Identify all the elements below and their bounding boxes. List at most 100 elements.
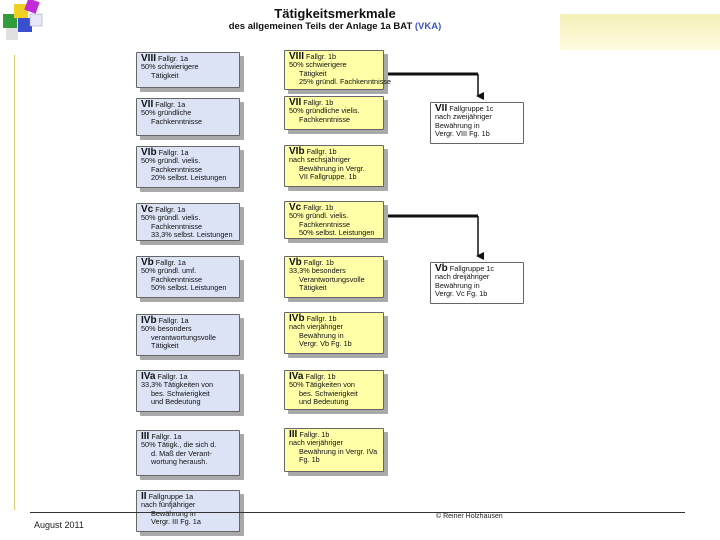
- pay-group-label: VII: [141, 99, 154, 110]
- criterion-line: 50% gründl. vielis.: [289, 211, 349, 221]
- criterion-line: Fg. 1b: [299, 455, 320, 465]
- left-box-heading: Vb Fallgr. 1a: [141, 257, 235, 268]
- left-box-heading: II Fallgruppe 1a: [141, 491, 235, 502]
- criterion-line: 50% gründliche: [141, 108, 192, 118]
- pay-group-label: VII: [435, 103, 448, 114]
- criterion-line: Vergr. VIII Fg. 1b: [435, 129, 490, 139]
- case-group-label: Fallgr. 1a: [155, 372, 188, 381]
- middle-box-heading: VIII Fallgr. 1b: [289, 51, 379, 62]
- pay-group-label: Vc: [289, 202, 302, 213]
- criterion-line: 33,3% besonders: [289, 266, 346, 276]
- criterion-line: Fachkenntnisse: [151, 221, 203, 231]
- criterion-line: nach zweijähriger: [435, 112, 492, 122]
- copyright-text: © Reiner Holzhausen: [436, 513, 503, 520]
- case-group-label: Fallgr. 1a: [156, 148, 189, 157]
- criterion-line: 50% besonders: [141, 324, 192, 334]
- criterion-line: Bewährung in Vergr. IVa: [299, 446, 378, 456]
- case-group-label: Fallgr. 1b: [301, 98, 334, 107]
- case-group-label: Fallgruppe 1c: [447, 264, 495, 273]
- subtitle-text: des allgemeinen Teils der Anlage 1a BAT: [228, 21, 415, 32]
- criterion-line: Fachkenntnisse: [299, 114, 351, 124]
- left-box-heading: VIb Fallgr. 1a: [141, 147, 235, 158]
- criterion-line: nach vierjähriger: [289, 438, 343, 448]
- left-box-heading: Vc Fallgr. 1a: [141, 204, 235, 215]
- left-box-heading: VII Fallgr. 1a: [141, 99, 235, 110]
- criterion-line: Vergr. Vc Fg. 1b: [435, 289, 488, 299]
- case-group-label: Fallgr. 1b: [301, 258, 334, 267]
- case-group-label: Fallgruppe 1a: [146, 492, 194, 501]
- criterion-line: Fachkenntnisse: [151, 274, 203, 284]
- pay-group-label: IVa: [289, 371, 304, 382]
- criterion-line: Vergr. Vb Fg. 1b: [299, 339, 352, 349]
- criterion-line: 20% selbst. Leistungen: [151, 173, 227, 183]
- org-chart-slide: Tätigkeitsmerkmale des allgemeinen Teils…: [116, 0, 554, 540]
- pay-group-label: VIb: [289, 146, 305, 157]
- middle-box-heading: VII Fallgr. 1b: [289, 98, 379, 108]
- pay-group-label: VIb: [141, 147, 157, 158]
- subtitle-vka: (VKA): [414, 21, 442, 32]
- criterion-line: nach vierjähriger: [289, 322, 343, 332]
- criterion-line: Bewährung in Vergr.: [299, 163, 365, 173]
- footer-date: August 2011: [34, 520, 84, 530]
- case-group-label: Fallgr. 1b: [303, 372, 336, 381]
- criterion-line: nach sechsjähriger: [289, 155, 351, 165]
- criterion-line: 50% Tätigk., die sich d.: [141, 440, 217, 450]
- page-subtitle: des allgemeinen Teils der Anlage 1a BAT …: [116, 21, 554, 32]
- criterion-line: und Bedeutung: [299, 397, 349, 407]
- case-group-label: Fallgr. 1b: [304, 52, 337, 61]
- criterion-line: und Bedeutung: [151, 397, 201, 407]
- criterion-line: 50% schwierigere: [141, 62, 199, 72]
- criterion-line: 50% gründliche vielis.: [289, 106, 360, 116]
- middle-box-heading: IVb Fallgr. 1b: [289, 313, 379, 324]
- criterion-line: Tätigkeit: [299, 283, 327, 293]
- criterion-line: Vergr. III Fg. 1a: [151, 517, 201, 527]
- case-group-label: Fallgr. 1b: [304, 314, 337, 323]
- case-group-label: Fallgr. 1a: [156, 316, 189, 325]
- criterion-line: 25% gründl. Fachkenntnisse: [299, 77, 392, 87]
- pay-group-label: III: [141, 431, 150, 442]
- pay-group-label: Vb: [435, 263, 448, 274]
- case-group-label: Fallgr. 1b: [301, 203, 334, 212]
- pay-group-label: Vc: [141, 204, 154, 215]
- criterion-line: Bewährung in: [435, 120, 480, 130]
- pay-group-label: IVb: [289, 313, 305, 324]
- right-box-heading: Vb Fallgruppe 1c: [435, 263, 519, 274]
- criterion-line: Bewährung in: [299, 330, 344, 340]
- middle-box-heading: VIb Fallgr. 1b: [289, 146, 379, 157]
- pay-group-label: VIII: [289, 51, 305, 62]
- criterion-line: 33,3% selbst. Leistungen: [151, 230, 233, 240]
- pay-group-label: Vb: [141, 257, 154, 268]
- criterion-line: nach dreijähriger: [435, 272, 490, 282]
- criterion-line: bes. Schwierigkeit: [299, 388, 358, 398]
- criterion-line: bes. Schwierigkeit: [151, 388, 210, 398]
- case-group-label: Fallgr. 1a: [149, 432, 182, 441]
- pay-group-label: IVa: [141, 371, 156, 382]
- pay-group-label: VIII: [141, 53, 157, 64]
- criterion-line: Tätigkeit: [151, 70, 179, 80]
- criterion-line: Tätigkeit: [151, 341, 179, 351]
- criterion-line: nach fünfjähriger: [141, 500, 196, 510]
- middle-box-heading: III Fallgr. 1b: [289, 429, 379, 440]
- criterion-line: 50% selbst. Leistungen: [299, 228, 375, 238]
- pay-group-label: III: [289, 429, 298, 440]
- criterion-line: d. Maß der Verant-: [151, 448, 212, 458]
- pay-group-label: II: [141, 491, 147, 502]
- middle-box-heading: Vc Fallgr. 1b: [289, 202, 379, 213]
- criterion-line: 50% schwierigere: [289, 60, 347, 70]
- left-box-heading: IVa Fallgr. 1a: [141, 371, 235, 382]
- pay-group-label: Vb: [289, 257, 302, 268]
